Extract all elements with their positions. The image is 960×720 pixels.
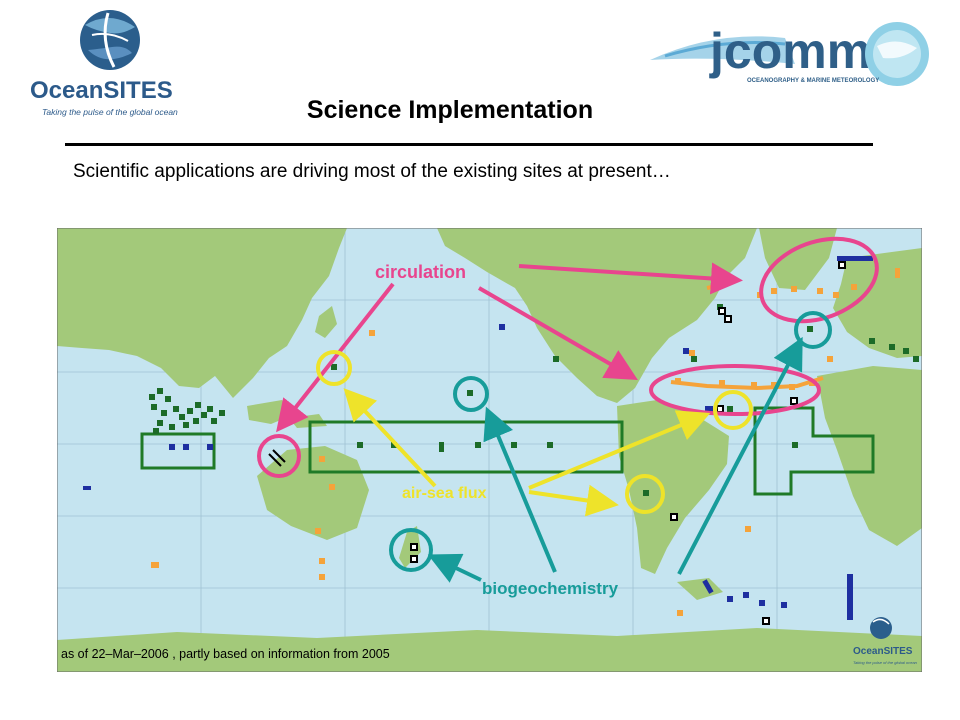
circulation-circle-gulf-stream	[649, 364, 821, 416]
oceansites-tagline: Taking the pulse of the global ocean	[42, 107, 178, 117]
land-japan	[315, 306, 337, 338]
watermark-globe-icon	[870, 617, 892, 639]
jcomm-globe-logo-icon: jcomm OCEANOGRAPHY & MARINE METEOROLOGY	[650, 22, 929, 86]
circulation-circle-indonesia	[257, 434, 301, 478]
label-circulation: circulation	[375, 262, 466, 282]
study-regions	[140, 406, 875, 496]
bgc-circle-new-zealand	[389, 528, 433, 572]
circulation-arrow-3	[276, 282, 395, 433]
land-antarctica	[57, 628, 922, 672]
map-footnote: as of 22–Mar–2006 , partly based on info…	[61, 647, 390, 661]
circulation-circle-north-atlantic	[759, 236, 879, 324]
watermark-tagline: Taking the pulse of the global ocean	[853, 660, 918, 665]
site-line-open	[268, 449, 286, 467]
jcomm-logo: jcomm OCEANOGRAPHY & MARINE METEOROLOGY	[645, 8, 945, 98]
oceansites-logo: OceanSITES Taking the pulse of the globa…	[30, 5, 190, 125]
land-masses	[57, 228, 922, 672]
flux-arrow-1	[343, 388, 437, 488]
jcomm-wordmark: jcomm	[709, 23, 871, 79]
land-africa	[817, 366, 922, 546]
region-box-indian-ocean	[140, 432, 216, 470]
bgc-arrow-1	[483, 406, 557, 573]
circulation-arrow-1	[518, 262, 743, 295]
land-south-america	[617, 400, 729, 574]
page-title: Science Implementation	[306, 96, 594, 124]
oceansites-globe-logo-icon: OceanSITES Taking the pulse of the globa…	[30, 10, 178, 117]
world-map: circulation air-sea flux biogeochemistry…	[57, 228, 922, 672]
flux-circle-tropical-atlantic	[713, 390, 753, 430]
flux-circle-southeast-pacific	[625, 474, 665, 514]
circulation-arrow-2	[477, 286, 638, 381]
land-greenland	[759, 228, 837, 290]
label-air-sea-flux: air-sea flux	[402, 485, 487, 502]
sites-blue	[83, 256, 873, 620]
bgc-arrow-3	[677, 336, 803, 575]
sites-open	[410, 261, 846, 625]
jcomm-tagline: OCEANOGRAPHY & MARINE METEOROLOGY	[747, 78, 879, 84]
biogeochemistry-annotations	[389, 311, 832, 583]
bgc-arrow-2	[427, 553, 482, 583]
region-box-tropical-atlantic	[753, 406, 875, 496]
bgc-circle-hawaii	[453, 376, 489, 412]
flux-arrow-3	[528, 410, 711, 490]
oceansites-wordmark: OceanSITES	[30, 77, 173, 104]
map-watermark-logo: OceanSITES Taking the pulse of the globa…	[853, 617, 918, 665]
land-australia	[257, 446, 369, 540]
land-north-america	[437, 228, 757, 403]
watermark-wordmark: OceanSITES	[853, 646, 913, 657]
flux-arrow-2	[528, 484, 619, 517]
world-map-svg: circulation air-sea flux biogeochemistry…	[57, 228, 922, 672]
bgc-circle-north-atlantic	[794, 311, 832, 349]
region-box-tropical-pacific	[308, 420, 624, 474]
land-asia	[57, 228, 347, 398]
page-subtitle: Scientific applications are driving most…	[73, 161, 671, 182]
flux-circle-kuroshio	[316, 350, 352, 386]
label-biogeochemistry: biogeochemistry	[482, 579, 619, 598]
air-sea-flux-annotations	[316, 350, 753, 517]
circulation-annotations	[257, 236, 879, 478]
title-divider	[65, 143, 873, 146]
